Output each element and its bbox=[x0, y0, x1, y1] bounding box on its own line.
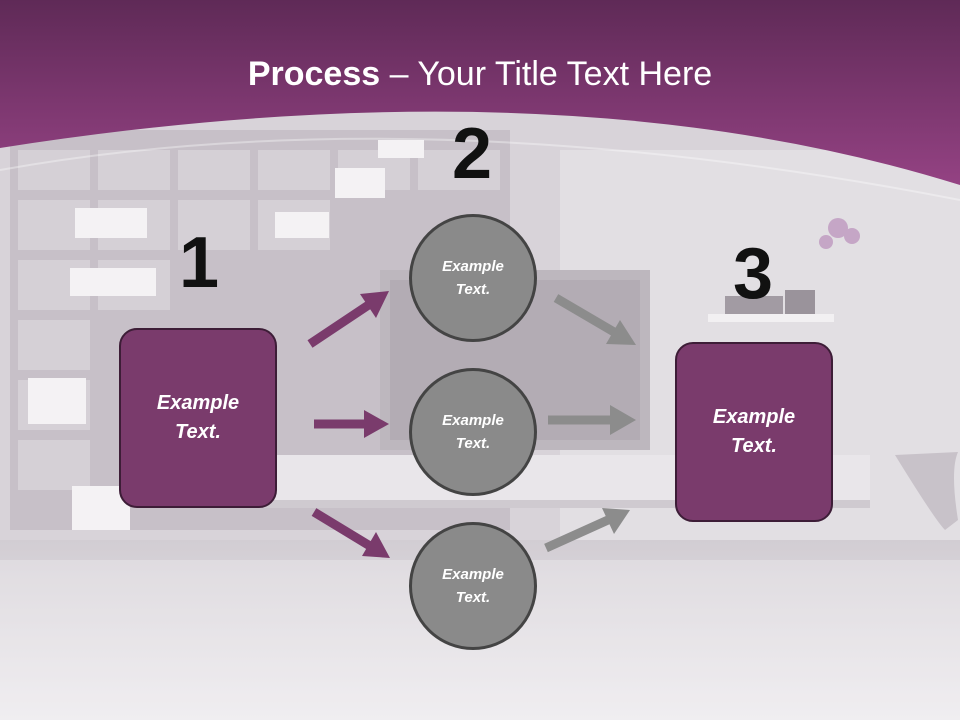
middle-circle-top-label: Example Text. bbox=[442, 258, 504, 298]
title-bold: Process bbox=[247, 55, 381, 93]
arrow-left-to-center bbox=[314, 410, 389, 438]
arrow-left-to-bottom bbox=[311, 508, 390, 558]
arrow-top-to-right bbox=[553, 294, 636, 345]
step-number-2: 2 bbox=[451, 114, 493, 194]
middle-circle-bottom-label: Example Text. bbox=[442, 566, 504, 606]
step-3-box[interactable]: Example Text. bbox=[675, 342, 833, 522]
step-number-1: 1 bbox=[178, 223, 220, 303]
title-rest: – Your Title Text Here bbox=[380, 55, 713, 93]
arrow-left-to-top bbox=[307, 291, 389, 348]
arrow-center-to-right bbox=[548, 405, 636, 435]
middle-circle-bottom[interactable]: Example Text. bbox=[409, 522, 537, 650]
middle-circle-center[interactable]: Example Text. bbox=[409, 368, 537, 496]
middle-circle-top[interactable]: Example Text. bbox=[409, 214, 537, 342]
step-1-box[interactable]: Example Text. bbox=[119, 328, 277, 508]
step-3-label: Example Text. bbox=[712, 406, 796, 457]
middle-circle-center-label: Example Text. bbox=[442, 412, 504, 452]
step-number-3: 3 bbox=[732, 234, 774, 314]
arrow-bottom-to-right bbox=[544, 508, 630, 553]
step-1-label: Example Text. bbox=[156, 392, 240, 443]
page-title: Process – Your Title Text Here bbox=[0, 52, 960, 96]
